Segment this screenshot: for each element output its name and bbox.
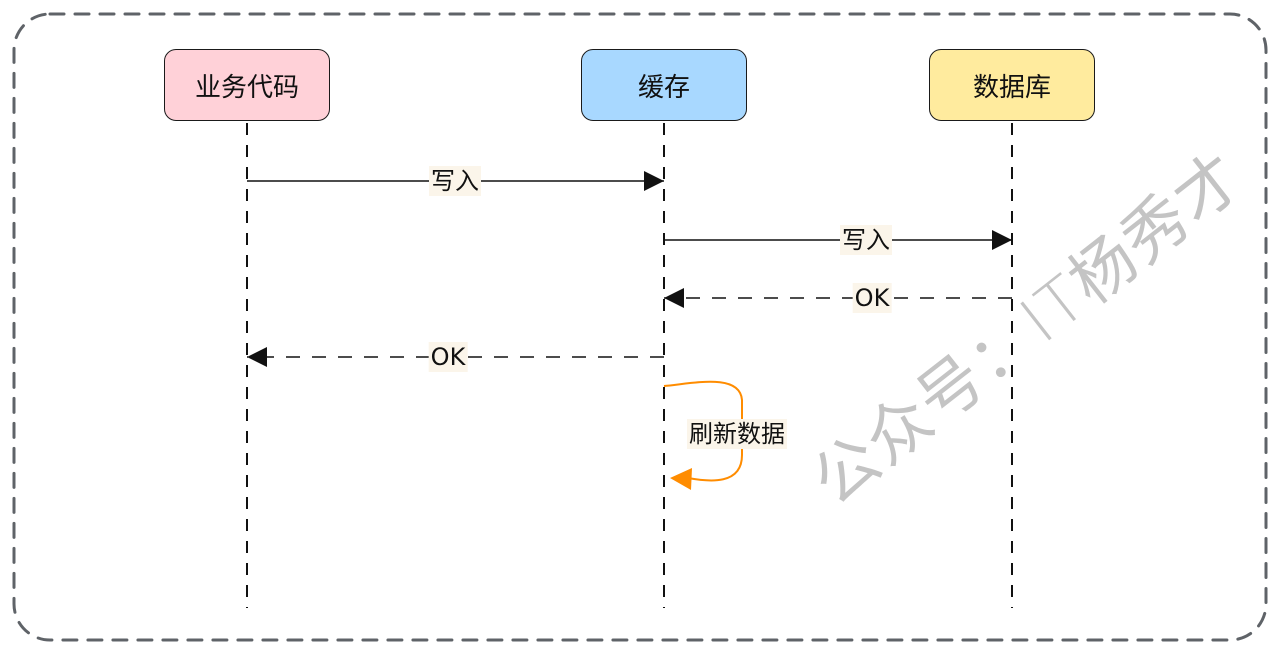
message-arrowhead-1	[992, 230, 1012, 250]
message-arrowhead-0	[644, 171, 664, 191]
actor-label: 业务代码	[194, 72, 299, 103]
self-message-arrow	[663, 380, 743, 482]
message-arrowhead-3	[247, 347, 267, 367]
message-arrowhead-2	[664, 288, 684, 308]
actor-label: 缓存	[637, 72, 690, 103]
message-label-ok-cache: OK	[428, 342, 468, 372]
message-label-write-cache: 写入	[429, 166, 481, 196]
self-message-arrowhead	[670, 468, 692, 490]
message-label-refresh: 刷新数据	[687, 419, 787, 449]
message-label-ok-db: OK	[852, 283, 892, 313]
actor-database: 数据库	[929, 49, 1095, 121]
outer-frame	[12, 12, 1268, 642]
message-label-write-db: 写入	[840, 225, 892, 255]
actor-business-code: 业务代码	[164, 49, 330, 121]
actor-cache: 缓存	[581, 49, 747, 121]
actor-label: 数据库	[972, 72, 1051, 103]
